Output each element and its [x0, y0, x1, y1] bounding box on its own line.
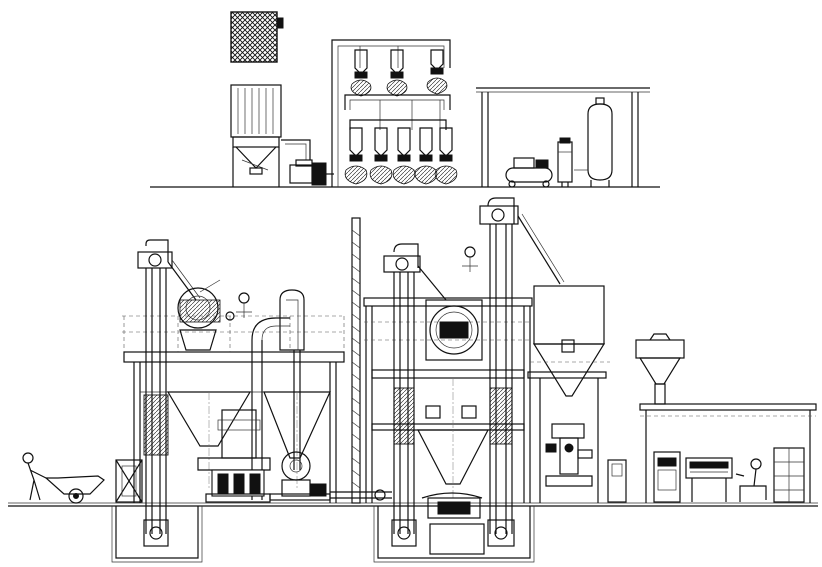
control-cabinet-small: [607, 459, 627, 503]
dryer-unit: [557, 137, 573, 187]
dust-pipe-network: [331, 39, 451, 187]
operator: [735, 458, 767, 502]
bucket-elevator-center-left: [383, 243, 447, 547]
bag-filter: [230, 84, 282, 187]
lower-elevation: [8, 197, 818, 563]
bucket-elevator-center-right: [479, 197, 565, 547]
jaw-crusher: [115, 459, 143, 503]
grinding-mill: [177, 279, 252, 351]
upper-elevation: [150, 11, 660, 188]
exhaust-stack: [351, 217, 361, 504]
pit-center: [373, 506, 535, 563]
air-compressor: [505, 157, 553, 188]
right-silo: [527, 285, 610, 503]
worker-wheelbarrow: [22, 452, 105, 504]
filter-screen: [230, 11, 284, 63]
left-silo-cones: [166, 391, 331, 490]
fan-motor: [281, 139, 334, 186]
control-desk: [685, 457, 733, 502]
main-mill-body: [197, 409, 271, 503]
cabinet-right: [773, 447, 805, 503]
pit-screen: [421, 492, 485, 555]
packing-machine: [545, 423, 593, 487]
control-panel-left: [653, 451, 681, 503]
cyclone-upper-row: [350, 49, 448, 97]
left-fan-motor: [269, 451, 331, 501]
bucket-elevator-left: [137, 239, 201, 547]
pit-left: [111, 506, 203, 563]
analyzer-duct: [251, 289, 305, 500]
cyclone-lower-row: [344, 127, 458, 185]
transfer-pipe: [330, 489, 392, 501]
control-room: [635, 333, 817, 503]
ball-mill-drum: [425, 246, 483, 361]
compressor-shelter: [476, 87, 650, 187]
air-tank: [574, 97, 613, 187]
center-silo: [417, 378, 489, 500]
